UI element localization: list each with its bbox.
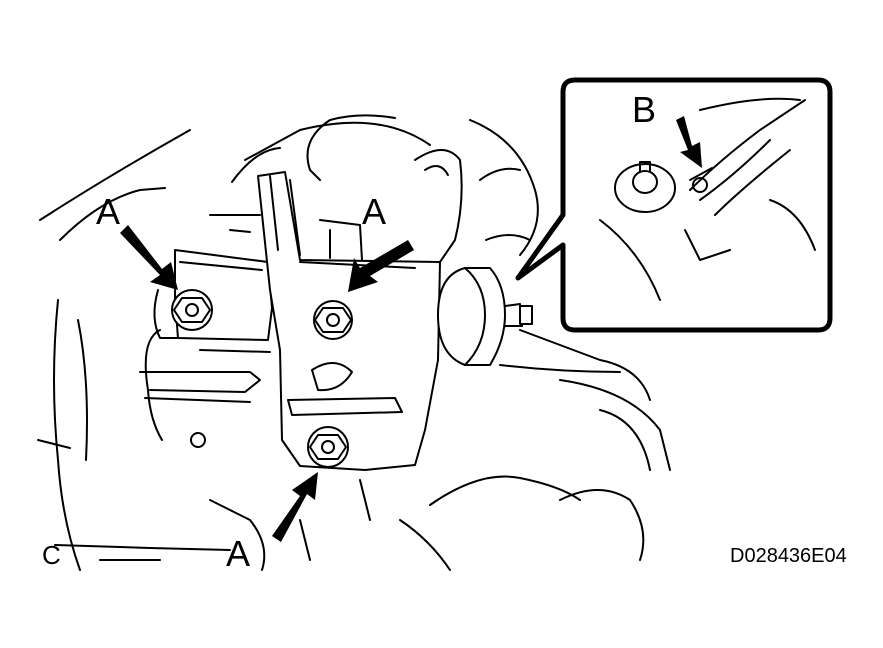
corner-label: C bbox=[42, 540, 61, 570]
inset-frame bbox=[515, 77, 833, 333]
inset-detail bbox=[599, 97, 816, 301]
background-contours bbox=[37, 114, 671, 571]
callout-label-b-inset: B bbox=[632, 89, 657, 130]
callout-label-a-bottom: A bbox=[226, 533, 251, 574]
figure-code: D028436E04 bbox=[730, 545, 847, 567]
mount-bracket bbox=[257, 119, 463, 471]
callout-label-a-left: A bbox=[96, 191, 121, 232]
rubber-mount bbox=[437, 267, 533, 366]
callout-label-a-middle: A bbox=[362, 191, 387, 232]
left-bracket bbox=[153, 249, 273, 341]
bolts bbox=[171, 289, 353, 468]
pointer-arrows bbox=[120, 116, 702, 542]
